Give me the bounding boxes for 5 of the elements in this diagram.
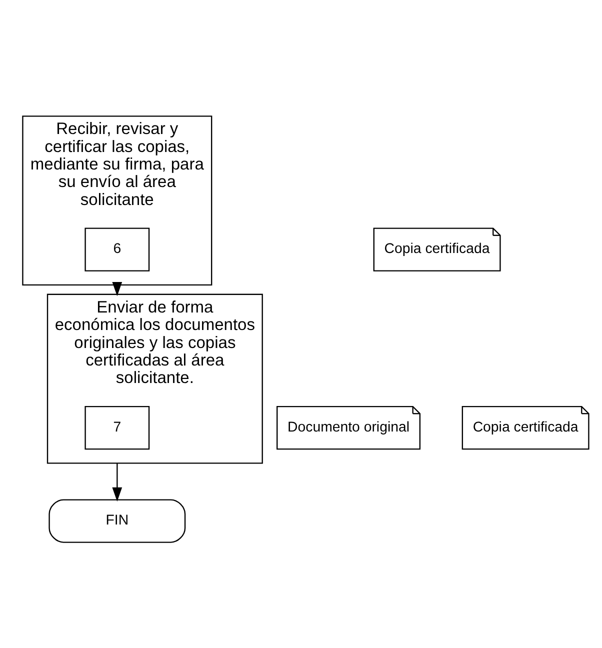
arrow: [112, 462, 122, 502]
arrow: [112, 282, 122, 296]
node-box: 6: [84, 227, 150, 271]
node-box: 7: [84, 405, 150, 450]
node-box: FIN: [48, 498, 186, 542]
